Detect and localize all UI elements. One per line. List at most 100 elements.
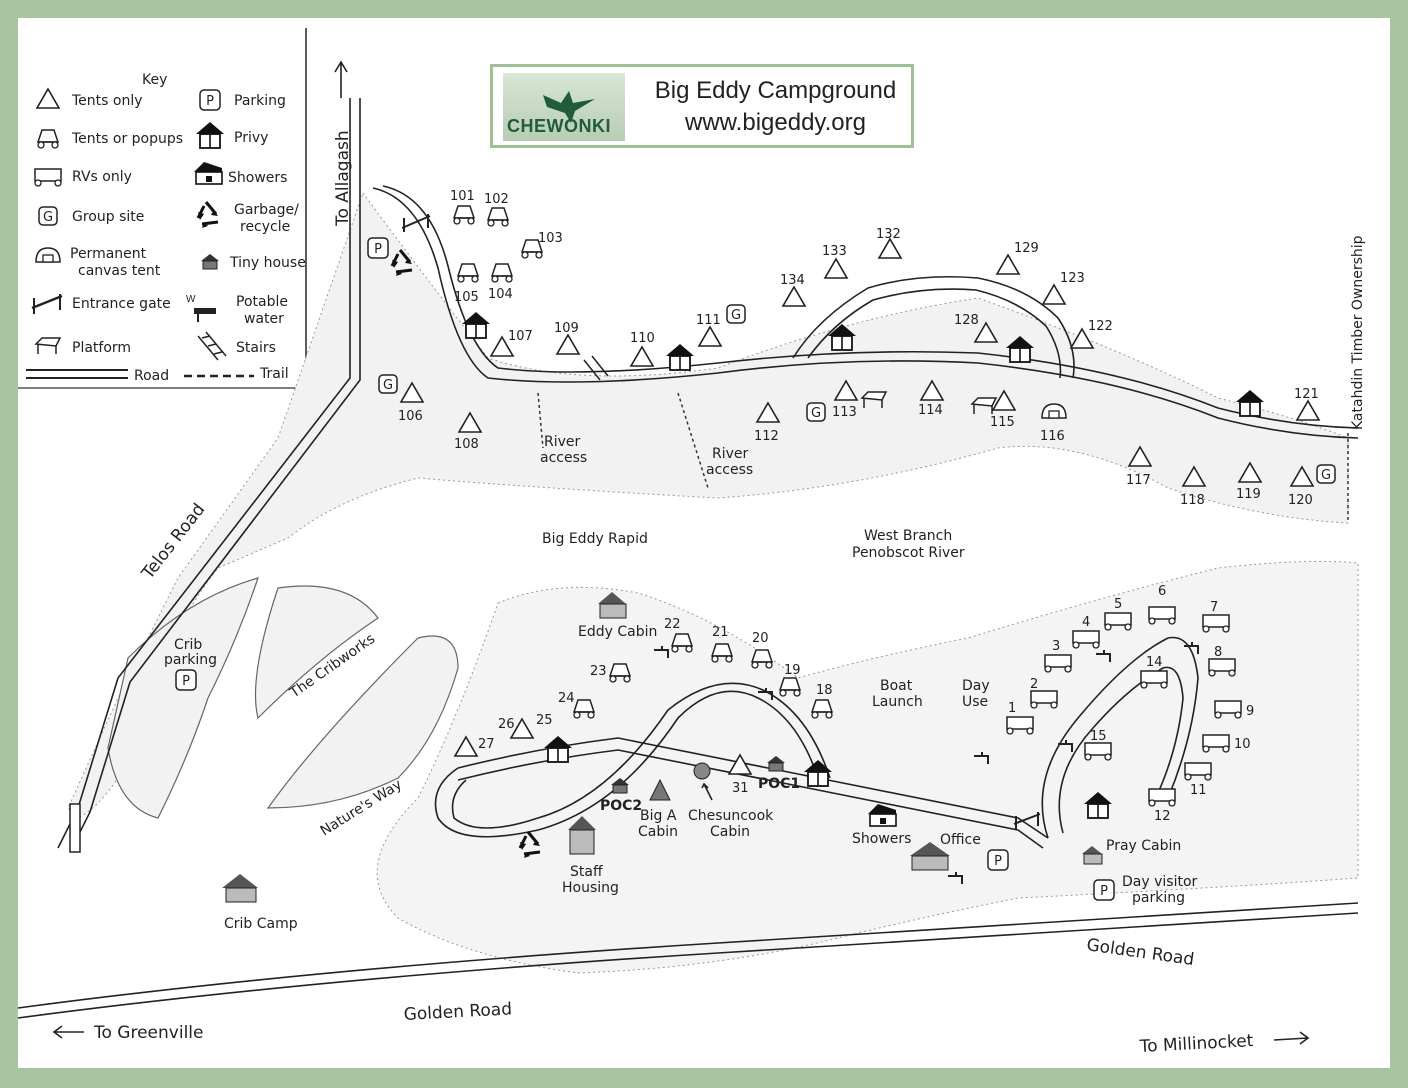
key-gate: Entrance gate: [72, 296, 171, 312]
site-129: 129: [1014, 241, 1039, 256]
site-133: 133: [822, 244, 847, 259]
river-access-b-1: River: [712, 446, 749, 462]
site-123: 123: [1060, 271, 1085, 286]
key-showers: Showers: [228, 170, 287, 186]
campground-map: CHEWONKI Big Eddy Campground www.bigeddy…: [18, 18, 1390, 1068]
map-url[interactable]: www.bigeddy.org: [685, 109, 866, 136]
office-label: Office: [940, 832, 981, 848]
showers-label: Showers: [852, 831, 911, 847]
crib-parking-1: Crib: [174, 637, 202, 653]
site-128: 128: [954, 313, 979, 328]
site-116: 116: [1040, 429, 1065, 444]
site-24: 24: [558, 691, 575, 706]
key-water-2: water: [244, 311, 284, 327]
to-greenville-label: To Greenville: [93, 1023, 203, 1043]
site-20: 20: [752, 631, 769, 646]
key-platform: Platform: [72, 340, 131, 356]
site-22: 22: [664, 617, 681, 632]
entrance-gate-icon: [1013, 812, 1041, 830]
site-8: 8: [1214, 645, 1222, 660]
river-access-a-1: River: [544, 434, 581, 450]
chewonki-logo: CHEWONKI: [503, 73, 625, 141]
key-canvas-2: canvas tent: [78, 263, 161, 279]
site-120: 120: [1288, 493, 1313, 508]
site-134: 134: [780, 273, 805, 288]
chesuncook-2: Cabin: [710, 824, 750, 840]
key-rvs-only: RVs only: [72, 169, 132, 185]
site-119: 119: [1236, 487, 1261, 502]
staff-housing-icon: [568, 816, 596, 855]
day-visitor-2: parking: [1132, 890, 1185, 906]
stairs-icon: [197, 331, 227, 361]
site-110: 110: [630, 331, 655, 346]
key-road: Road: [134, 368, 169, 384]
cribworks-island: [266, 635, 459, 809]
south-sites: 27 26 25 24 23 22 21 20 19 18 31 1 2 3 4…: [454, 584, 1254, 885]
site-5: 5: [1114, 597, 1122, 612]
crib-parking-2: parking: [164, 652, 217, 668]
site-23: 23: [590, 664, 607, 679]
site-4: 4: [1082, 615, 1090, 630]
cribworks-island: [254, 585, 379, 720]
site-14: 14: [1146, 655, 1163, 670]
water-tap-icon: W: [186, 294, 216, 322]
site-103: 103: [538, 231, 563, 246]
key-canvas-1: Permanent: [70, 246, 147, 262]
site-117: 117: [1126, 473, 1151, 488]
site-114: 114: [918, 403, 943, 418]
to-millinocket-label: To Millinocket: [1138, 1031, 1254, 1057]
key-water-1: Potable: [236, 294, 288, 310]
site-108: 108: [454, 437, 479, 452]
crib-camp-label: Crib Camp: [224, 916, 298, 932]
river-label-1: West Branch: [864, 528, 952, 544]
pray-cabin-label: Pray Cabin: [1106, 838, 1181, 854]
site-18: 18: [816, 683, 833, 698]
golden-road-south-label: Golden Road: [403, 999, 512, 1025]
site-12: 12: [1154, 809, 1171, 824]
site-26: 26: [498, 717, 515, 732]
key-heading: Key: [142, 72, 167, 88]
key-tents-popups: Tents or popups: [71, 131, 183, 147]
site-115: 115: [990, 415, 1015, 430]
big-a-2: Cabin: [638, 824, 678, 840]
boat-launch-2: Launch: [872, 694, 923, 710]
map-drawing: G P: [18, 28, 1366, 1057]
stairs-icon: [583, 355, 609, 381]
site-7: 7: [1210, 600, 1218, 615]
site-19: 19: [784, 663, 801, 678]
key-panel: [18, 28, 307, 389]
site-109: 109: [554, 321, 579, 336]
bridge: [69, 803, 81, 853]
katahdin-label: Katahdin Timber Ownership: [1350, 235, 1366, 430]
key-parking: Parking: [234, 93, 286, 109]
to-allagash-label: To Allagash: [333, 130, 353, 227]
site-21: 21: [712, 625, 729, 640]
day-use-1: Day: [962, 678, 990, 694]
key-tents-only: Tents only: [71, 93, 143, 109]
site-132: 132: [876, 227, 901, 242]
site-104: 104: [488, 287, 513, 302]
chesuncook-icon: [693, 762, 713, 801]
site-107: 107: [508, 329, 533, 344]
key-group-site: Group site: [72, 209, 144, 225]
logo-text: CHEWONKI: [507, 116, 611, 136]
site-25: 25: [536, 713, 553, 728]
key-garbage-1: Garbage/: [234, 202, 299, 218]
big-a-1: Big A: [640, 808, 677, 824]
office-icon: [910, 842, 950, 871]
site-2: 2: [1030, 677, 1038, 692]
poc2-label: POC2: [600, 798, 642, 814]
west-island: [107, 577, 259, 819]
trails: [537, 392, 1349, 523]
site-122: 122: [1088, 319, 1113, 334]
site-15: 15: [1090, 729, 1107, 744]
gate-icon: [31, 294, 63, 314]
site-27: 27: [478, 737, 495, 752]
site-105: 105: [454, 290, 479, 305]
svg-text:W: W: [186, 294, 196, 305]
site-6: 6: [1158, 584, 1166, 599]
key-tiny-house: Tiny house: [229, 255, 306, 271]
pray-cabin-icon: [1082, 846, 1103, 865]
site-106: 106: [398, 409, 423, 424]
golden-road-east-label: Golden Road: [1085, 935, 1195, 970]
